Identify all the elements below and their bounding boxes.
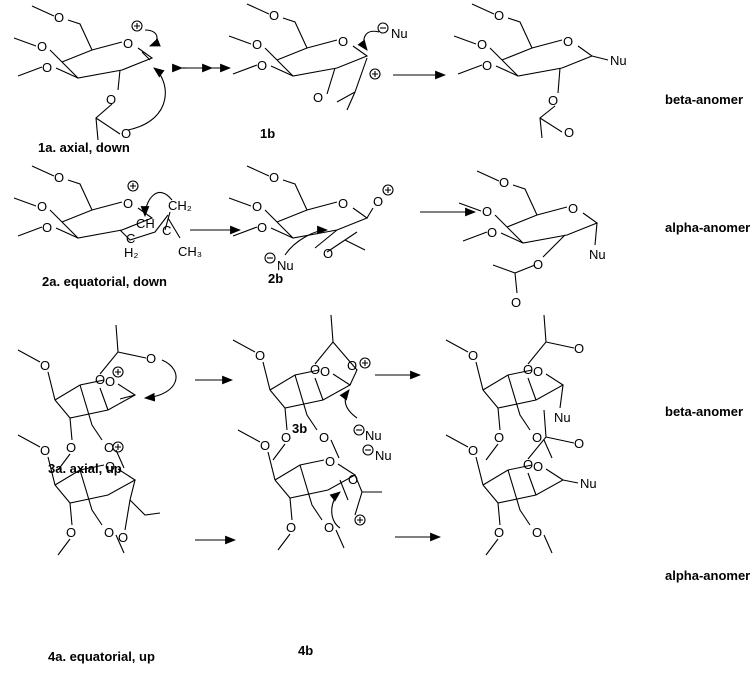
svg-text:Nu: Nu <box>554 410 571 425</box>
svg-text:Nu: Nu <box>580 476 597 491</box>
curved-arrow <box>144 29 161 47</box>
svg-text:O: O <box>146 351 156 366</box>
svg-text:H₂: H₂ <box>124 245 138 260</box>
svg-text:O: O <box>574 341 584 356</box>
svg-text:O: O <box>310 362 320 377</box>
structure-4a: O <box>17 434 161 556</box>
curved-arrow <box>284 225 329 256</box>
svg-text:CH: CH <box>136 216 155 231</box>
positive-charge-icon <box>382 184 394 196</box>
svg-text:Nu: Nu <box>610 53 627 68</box>
svg-text:O: O <box>95 372 105 387</box>
svg-text:O: O <box>511 295 521 310</box>
svg-text:Nu: Nu <box>375 448 392 463</box>
structure-2-product: Nu O O <box>458 170 606 310</box>
structure-4-product: O O Nu <box>445 409 597 556</box>
svg-text:O: O <box>533 257 543 272</box>
svg-text:O: O <box>564 125 574 140</box>
product-label-3: beta-anomer <box>665 404 743 419</box>
svg-text:O: O <box>373 194 383 209</box>
svg-text:O: O <box>118 530 128 545</box>
label-3b: 3b <box>292 421 307 436</box>
negative-charge-icon <box>353 424 365 436</box>
svg-text:O: O <box>323 246 333 261</box>
negative-charge-icon <box>377 22 389 34</box>
label-2b: 2b <box>268 271 283 286</box>
svg-text:O: O <box>121 126 131 141</box>
svg-text:O: O <box>313 90 323 105</box>
positive-charge-icon <box>131 20 143 32</box>
label-1a: 1a. axial, down <box>38 140 130 155</box>
curved-arrow <box>357 30 380 51</box>
positive-charge-icon <box>112 366 124 378</box>
positive-charge-icon <box>127 180 139 192</box>
product-label-1: beta-anomer <box>665 92 743 107</box>
positive-charge-icon <box>354 514 366 526</box>
svg-text:O: O <box>106 92 116 107</box>
product-label-2: alpha-anomer <box>665 220 750 235</box>
svg-text:O: O <box>348 472 358 487</box>
product-label-4: alpha-anomer <box>665 568 750 583</box>
structure-1a: O O <box>13 5 166 141</box>
structure-3a: O O <box>17 324 177 471</box>
label-2a: 2a. equatorial, down <box>42 274 167 289</box>
label-4a: 4a. equatorial, up <box>48 649 155 664</box>
svg-text:Nu: Nu <box>277 258 294 273</box>
structure-3b: O O Nu <box>232 314 382 461</box>
positive-charge-icon <box>369 68 381 80</box>
label-4b: 4b <box>298 643 313 658</box>
svg-text:CH₂: CH₂ <box>168 198 192 213</box>
svg-text:O: O <box>523 362 533 377</box>
svg-text:O: O <box>347 358 357 373</box>
svg-text:Nu: Nu <box>365 428 382 443</box>
structure-3-product: O O Nu <box>445 314 584 461</box>
svg-text:O: O <box>574 436 584 451</box>
negative-charge-icon <box>264 252 276 264</box>
svg-text:O: O <box>523 457 533 472</box>
svg-text:Nu: Nu <box>391 26 408 41</box>
negative-charge-icon <box>362 444 374 456</box>
svg-text:C: C <box>126 231 135 246</box>
curved-arrow <box>127 67 166 131</box>
curved-arrow <box>329 491 341 529</box>
svg-text:CH₃: CH₃ <box>178 244 202 259</box>
curved-arrow <box>140 192 173 218</box>
structure-4b: O Nu <box>237 429 392 551</box>
structure-1-product: Nu O O <box>453 3 627 140</box>
structure-2b: O O Nu <box>228 165 394 273</box>
curved-arrow <box>339 389 358 419</box>
svg-text:O: O <box>548 93 558 108</box>
structure-2a: CH C H₂ C CH₂ CH₃ <box>13 165 202 260</box>
positive-charge-icon <box>112 441 124 453</box>
label-1b: 1b <box>260 126 275 141</box>
curved-arrow <box>143 359 177 402</box>
svg-text:Nu: Nu <box>589 247 606 262</box>
positive-charge-icon <box>359 357 371 369</box>
structure-1b: O Nu <box>228 3 408 111</box>
svg-text:C: C <box>162 223 171 238</box>
